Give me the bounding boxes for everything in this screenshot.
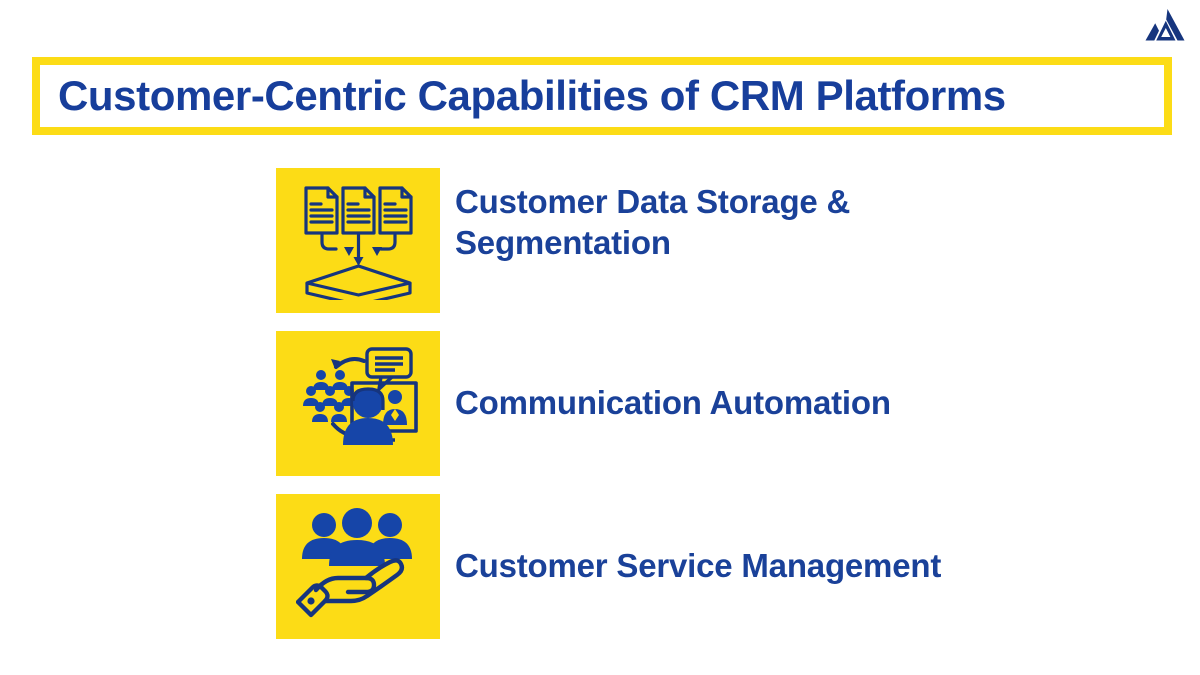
mountain-triangle-logo-icon	[1144, 6, 1186, 44]
capability-list: Customer Data Storage & Segmentation	[0, 168, 1200, 639]
list-item-label: Customer Data Storage & Segmentation	[455, 182, 1155, 264]
list-item-label-line1: Customer Data Storage &	[455, 183, 851, 220]
list-item-label: Customer Service Management	[455, 547, 942, 584]
list-item[interactable]: Customer Service Management	[0, 494, 1200, 639]
list-item[interactable]: Customer Data Storage & Segmentation	[0, 168, 1200, 313]
list-item[interactable]: Communication Automation	[0, 331, 1200, 476]
video-call-chat-audience-icon	[276, 331, 440, 476]
documents-into-data-layer-icon	[276, 168, 440, 313]
hand-holding-people-icon	[276, 494, 440, 639]
page-title: Customer-Centric Capabilities of CRM Pla…	[58, 72, 1006, 119]
page-title-box: Customer-Centric Capabilities of CRM Pla…	[32, 57, 1172, 135]
list-item-label: Communication Automation	[455, 384, 891, 421]
list-item-label-line2: Segmentation	[455, 223, 671, 261]
